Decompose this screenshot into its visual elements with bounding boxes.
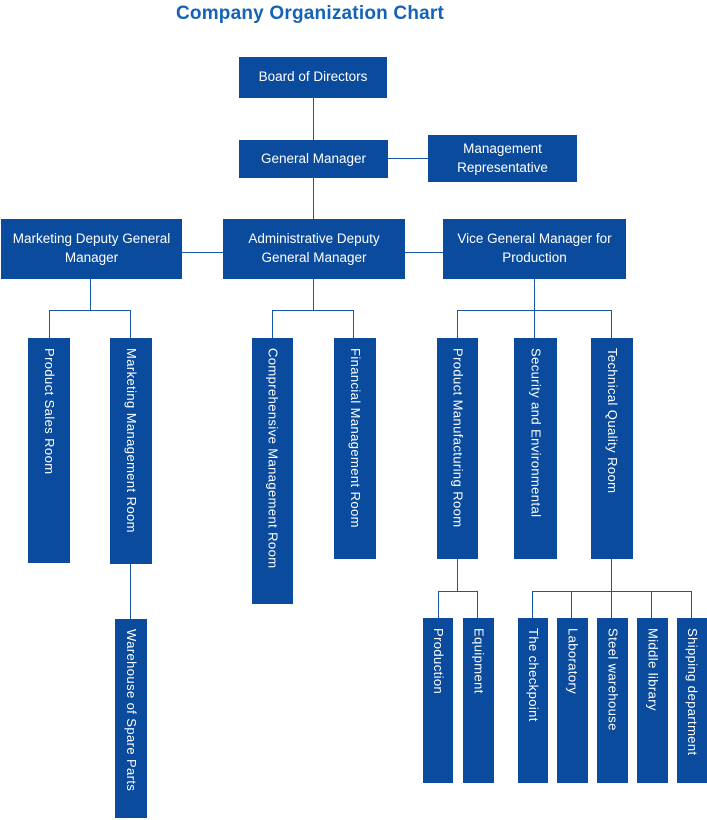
node-label: Comprehensive Management Room: [265, 348, 281, 569]
connector-line: [313, 279, 314, 310]
node-the-checkpoint: The checkpoint: [518, 618, 548, 783]
connector-line: [611, 310, 612, 338]
node-label: Laboratory: [565, 628, 581, 695]
connector-line: [532, 591, 692, 592]
connector-line: [457, 559, 458, 591]
connector-line: [611, 591, 612, 618]
connector-line: [272, 310, 273, 338]
node-label: Equipment: [471, 628, 487, 694]
node-label: Management Representative: [457, 140, 548, 175]
connector-line: [49, 310, 131, 311]
node-label: Board of Directors: [258, 69, 368, 85]
node-label: Financial Management Room: [348, 348, 364, 528]
node-management-representative: Management Representative: [428, 135, 577, 182]
node-label: Marketing Management Room: [124, 348, 140, 533]
connector-line: [313, 98, 314, 141]
connector-line: [49, 310, 50, 338]
node-marketing-management-room: Marketing Management Room: [110, 338, 152, 564]
node-shipping-department: Shipping department: [677, 618, 707, 783]
node-label: Middle library: [645, 628, 661, 711]
connector-line: [534, 310, 535, 338]
node-product-sales-room: Product Sales Room: [28, 338, 70, 563]
node-security-and-environmental: Security and Environmental: [514, 338, 557, 559]
node-middle-library: Middle library: [637, 618, 668, 783]
node-label: Shipping department: [685, 628, 701, 756]
connector-line: [272, 310, 354, 311]
connector-line: [457, 310, 458, 338]
node-equipment: Equipment: [463, 618, 494, 783]
connector-line: [438, 591, 439, 618]
node-marketing-deputy-general-manager: Marketing Deputy General Manager: [1, 219, 182, 279]
node-steel-warehouse: Steel warehouse: [597, 618, 628, 783]
connector-line: [353, 310, 354, 338]
node-warehouse-of-spare-parts: Warehouse of Spare Parts: [115, 619, 147, 818]
connector-line: [313, 178, 314, 219]
connector-line: [477, 591, 478, 618]
connector-line: [571, 591, 572, 618]
connector-line: [405, 252, 443, 253]
node-administrative-deputy-general-manager: Administrative Deputy General Manager: [223, 219, 405, 279]
node-label: Product Sales Room: [42, 348, 58, 475]
connector-line: [534, 279, 535, 310]
node-label: Steel warehouse: [605, 628, 621, 731]
node-label: Technical Quality Room: [605, 348, 621, 494]
node-board-of-directors: Board of Directors: [239, 57, 387, 98]
node-label: Vice General Manager for Production: [457, 231, 612, 265]
connector-line: [130, 564, 131, 619]
connector-line: [651, 591, 652, 618]
node-financial-management-room: Financial Management Room: [334, 338, 376, 559]
node-label: Product Manufacturing Room: [450, 348, 466, 528]
connector-line: [691, 591, 692, 618]
node-technical-quality-room: Technical Quality Room: [591, 338, 633, 559]
node-general-manager: General Manager: [239, 140, 388, 178]
node-label: Warehouse of Spare Parts: [124, 629, 140, 792]
node-vice-general-manager-production: Vice General Manager for Production: [443, 219, 626, 279]
node-label: Marketing Deputy General Manager: [12, 231, 171, 265]
connector-line: [611, 559, 612, 591]
connector-line: [182, 252, 223, 253]
page-title: Company Organization Chart: [175, 3, 445, 24]
node-comprehensive-management-room: Comprehensive Management Room: [252, 338, 293, 604]
node-label: The checkpoint: [526, 628, 542, 722]
node-label: General Manager: [260, 150, 367, 166]
connector-line: [388, 158, 428, 159]
connector-line: [130, 310, 131, 338]
node-laboratory: Laboratory: [557, 618, 588, 783]
connector-line: [532, 591, 533, 618]
node-production: Production: [423, 618, 453, 783]
connector-line: [438, 591, 478, 592]
node-label: Production: [431, 628, 447, 695]
node-label: Administrative Deputy General Manager: [248, 231, 380, 265]
connector-line: [90, 279, 91, 310]
node-product-manufacturing-room: Product Manufacturing Room: [437, 338, 478, 559]
node-label: Security and Environmental: [528, 348, 544, 518]
